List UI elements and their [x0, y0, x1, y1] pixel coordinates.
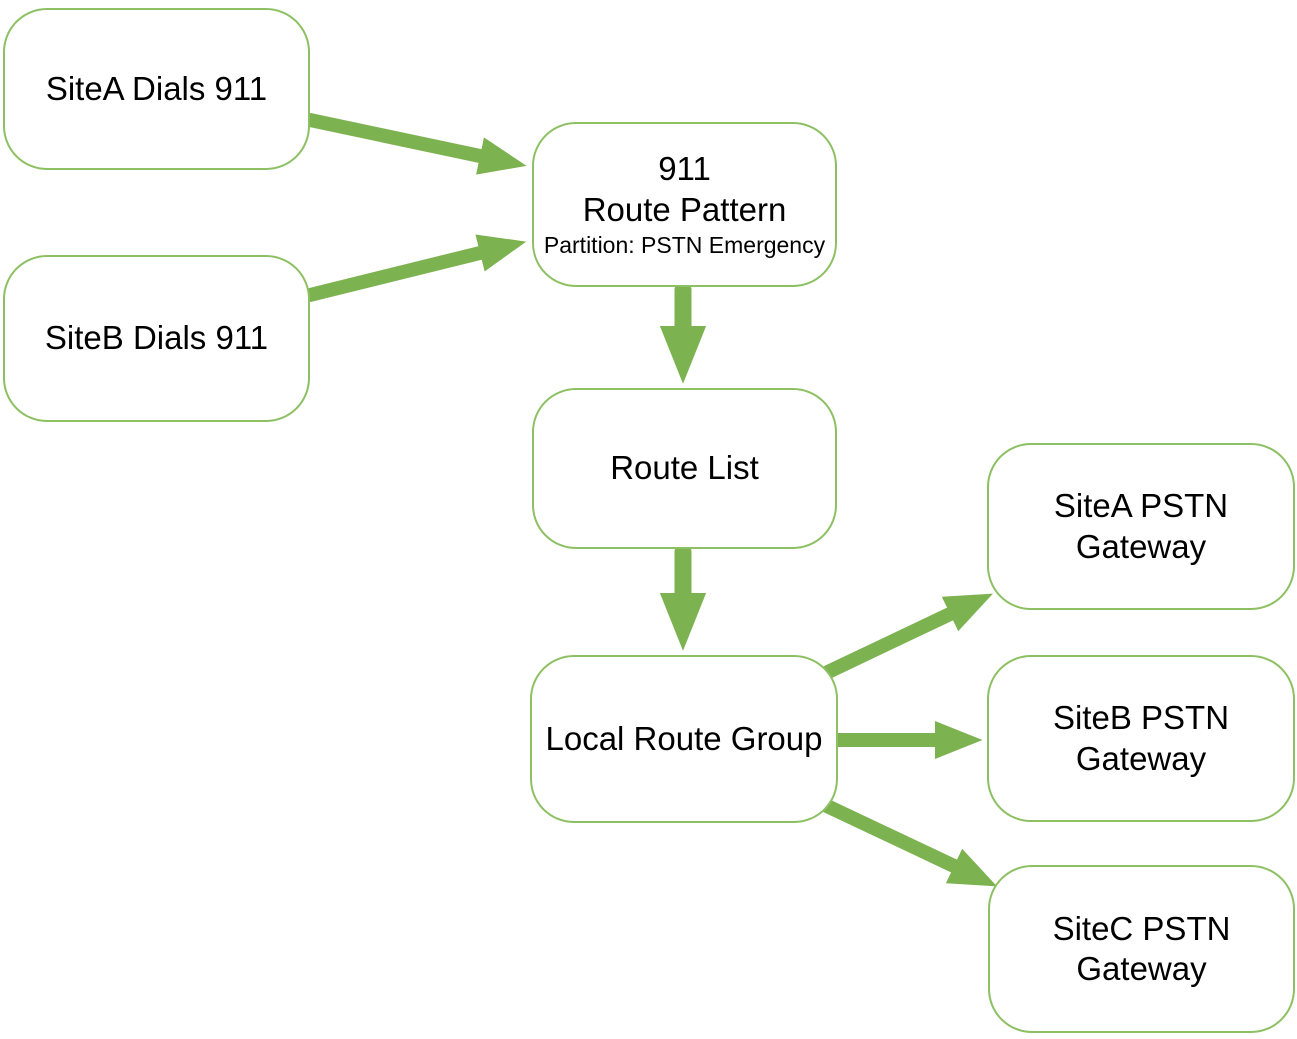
node-subtitle-partition: Partition: PSTN Emergency — [543, 231, 826, 258]
node-site-b-dials-911: SiteB Dials 911 — [3, 255, 310, 422]
node-label: SiteB Dials 911 — [44, 319, 269, 357]
arrow-siteb-to-route-pattern — [303, 234, 527, 302]
node-label: SiteC PSTN — [1052, 909, 1231, 947]
node-site-b-pstn-gateway: SiteB PSTN Gateway — [987, 655, 1295, 822]
node-site-c-pstn-gateway: SiteC PSTN Gateway — [988, 865, 1295, 1033]
node-label: Local Route Group — [545, 719, 823, 757]
node-label: SiteA PSTN — [1053, 487, 1229, 525]
node-label: Gateway — [1075, 739, 1207, 777]
node-911-route-pattern: 911 Route Pattern Partition: PSTN Emerge… — [532, 122, 837, 287]
arrow-lrg-to-sitec-gateway — [820, 799, 998, 887]
node-site-a-dials-911: SiteA Dials 911 — [3, 8, 310, 170]
arrow-lrg-to-sitea-gateway — [821, 593, 993, 679]
node-label: SiteA Dials 911 — [45, 69, 268, 107]
node-label: 911 — [658, 150, 711, 188]
node-label: Gateway — [1076, 950, 1207, 987]
node-site-a-pstn-gateway: SiteA PSTN Gateway — [987, 443, 1295, 610]
arrow-sitea-to-route-pattern — [303, 113, 527, 175]
node-label: Gateway — [1075, 527, 1207, 565]
node-label: SiteB PSTN — [1052, 699, 1230, 737]
node-route-list: Route List — [532, 388, 837, 549]
node-label: Route List — [610, 449, 759, 487]
node-label: Route Pattern — [582, 190, 787, 228]
node-local-route-group: Local Route Group — [530, 655, 838, 823]
